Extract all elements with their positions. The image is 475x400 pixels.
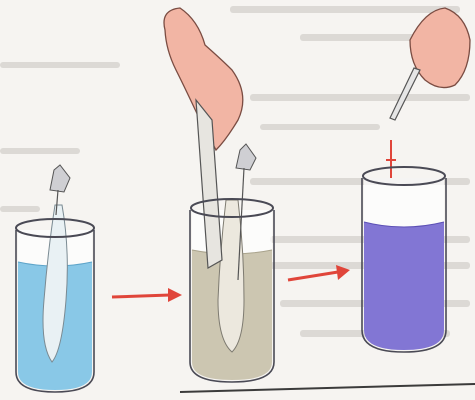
hand-right xyxy=(410,8,470,88)
beaker-blue xyxy=(16,165,94,392)
arrow-1 xyxy=(112,288,182,302)
beaker-gray xyxy=(164,8,274,382)
violet-liquid xyxy=(364,222,444,350)
page-bottom-edge xyxy=(180,384,475,392)
